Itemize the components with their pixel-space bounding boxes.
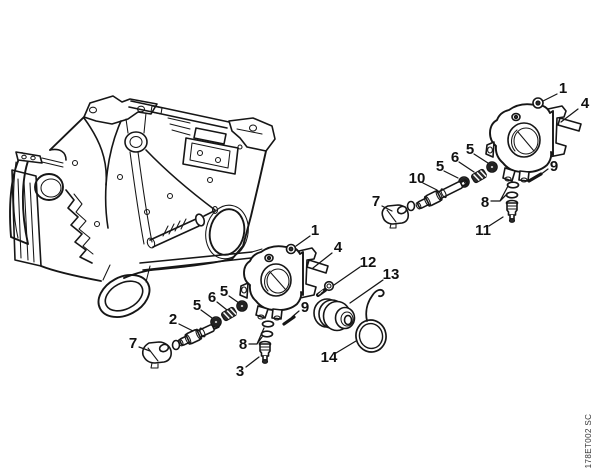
callout-leader [178,323,194,332]
callout-leader [200,309,213,319]
callout-label: 10 [409,170,426,187]
pump-housing-upper [485,103,554,183]
callout-leader [539,168,549,176]
pump-screw-lower [285,243,297,255]
callout-label: 6 [208,289,216,306]
callout-label: 1 [311,222,319,239]
callouts-lower: 1 4 12 13 9 8 3 14 2 5 6 5 7 [129,222,400,380]
callout-label: 5 [436,158,444,175]
worm-gear [313,298,356,332]
callout-leader [245,356,260,368]
callout-label: 5 [220,283,228,300]
callout-leader [422,182,438,191]
washer-lower-right [236,300,248,312]
callout-label: 7 [129,335,137,352]
callout-label: 11 [475,222,491,239]
callout-label: 1 [559,80,567,97]
callout-leader [443,170,459,179]
callout-leader [381,205,393,212]
callouts-upper: 1 4 5 6 5 10 7 9 8 11 [372,80,590,239]
screw-12 [316,280,335,297]
callout-leader [458,161,475,173]
callout-label: 4 [581,95,590,112]
valve-upper [505,199,519,223]
callout-leader [560,108,579,123]
oil-pump-assembly-lower [141,243,387,369]
callout-label: 3 [236,363,244,380]
callout-label: 9 [301,299,309,316]
callout-leader [490,185,509,202]
callout-leader [291,310,300,318]
callout-label: 8 [239,336,247,353]
callout-label: 5 [193,297,201,314]
spring-lower [221,306,237,322]
callout-leader [248,327,265,345]
callout-leader [228,295,240,304]
callout-label: 5 [466,141,474,158]
callout-leader [349,279,384,304]
callout-label: 13 [383,266,400,283]
callout-label: 14 [321,349,338,366]
pump-screw-upper [532,97,544,109]
o-rings-upper [505,181,520,199]
pin-upper [527,172,543,183]
callout-label: 9 [550,158,558,175]
callout-label: 12 [360,254,377,271]
callout-label: 7 [372,193,380,210]
washer-upper-right [486,161,498,173]
callout-label: 2 [169,311,177,328]
callout-label: 8 [481,194,489,211]
callout-leader [335,340,357,354]
crankcase-illustration [9,95,276,318]
oil-pump-assembly-upper [381,97,582,229]
valve-lower [258,340,272,364]
callout-leader [295,235,311,247]
pump-piston-upper [406,179,469,212]
washer-lower-left [210,316,222,328]
figure-code: 178ET002 SC [584,414,593,469]
callout-label: 4 [334,239,343,256]
callout-leader [216,301,228,311]
pump-housing-lower [239,245,304,321]
callout-label: 6 [451,149,459,166]
callout-leader [542,93,558,102]
pin-lower [282,315,296,326]
suction-elbow-lower [141,341,172,369]
callout-leader [473,153,489,164]
callout-leader [138,346,151,352]
callout-leader [312,252,333,269]
spring-upper [471,168,487,184]
callout-leader [488,216,504,227]
callout-leader [333,266,361,286]
tension-spring [355,288,387,353]
